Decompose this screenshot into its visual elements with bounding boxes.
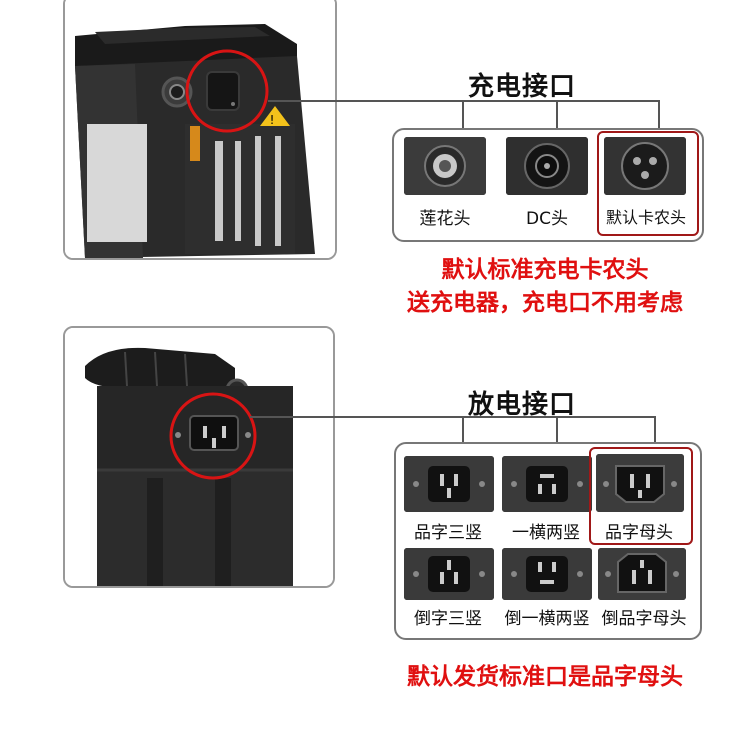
option-label-inverted-c13-female: 倒品字母头 <box>601 609 687 629</box>
option-label-xlr: 默认卡农头 <box>605 208 686 227</box>
charge-interface-title: 充电接口 <box>468 72 577 102</box>
discharge-branch-left <box>462 416 464 444</box>
option-label-dc: DC头 <box>526 209 568 229</box>
discharge-interface-title: 放电接口 <box>468 390 577 420</box>
discharge-connector-line <box>250 416 656 418</box>
iec-socket-one-horizontal-two-vertical-icon <box>502 456 592 512</box>
iec-socket-three-vertical-icon <box>404 456 494 512</box>
charge-branch-mid <box>556 100 558 130</box>
charge-branch-right <box>658 100 660 130</box>
charge-note-line1: 默认标准充电卡农头 <box>441 257 649 283</box>
rca-jack-icon <box>404 137 486 195</box>
xlr-jack-icon <box>604 137 686 195</box>
option-label-inverted-one-horizontal: 倒一横两竖 <box>504 609 590 629</box>
iec-socket-inverted-three-vertical-icon <box>404 548 494 600</box>
default-charge-option-highlight <box>597 131 699 236</box>
option-label-one-horizontal: 一横两竖 <box>512 523 580 543</box>
option-label-three-vertical: 品字三竖 <box>414 523 482 543</box>
svg-text:!: ! <box>270 113 275 127</box>
battery-charge-port-photo: ! <box>63 0 337 260</box>
discharge-branch-right <box>654 416 656 444</box>
option-label-rca: 莲花头 <box>419 209 471 229</box>
iec-c13-inverted-female-icon <box>598 548 686 600</box>
option-label-c13-female: 品字母头 <box>605 523 673 543</box>
iec-socket-inverted-one-horizontal-icon <box>502 548 592 600</box>
battery-discharge-port-photo <box>63 326 335 588</box>
discharge-branch-mid <box>556 416 558 444</box>
battery-side-illustration <box>65 328 333 586</box>
iec-c13-female-icon <box>596 454 684 512</box>
battery-top-illustration: ! <box>65 0 335 258</box>
dc-jack-icon <box>506 137 588 195</box>
charge-connector-line <box>268 100 660 102</box>
option-label-inverted-three-vertical: 倒字三竖 <box>414 609 482 629</box>
charge-note-line2: 送充电器，充电口不用考虑 <box>407 290 683 316</box>
charge-branch-left <box>462 100 464 130</box>
default-discharge-option-highlight <box>589 447 693 545</box>
discharge-default-note: 默认发货标准口是品字母头 <box>407 664 683 690</box>
